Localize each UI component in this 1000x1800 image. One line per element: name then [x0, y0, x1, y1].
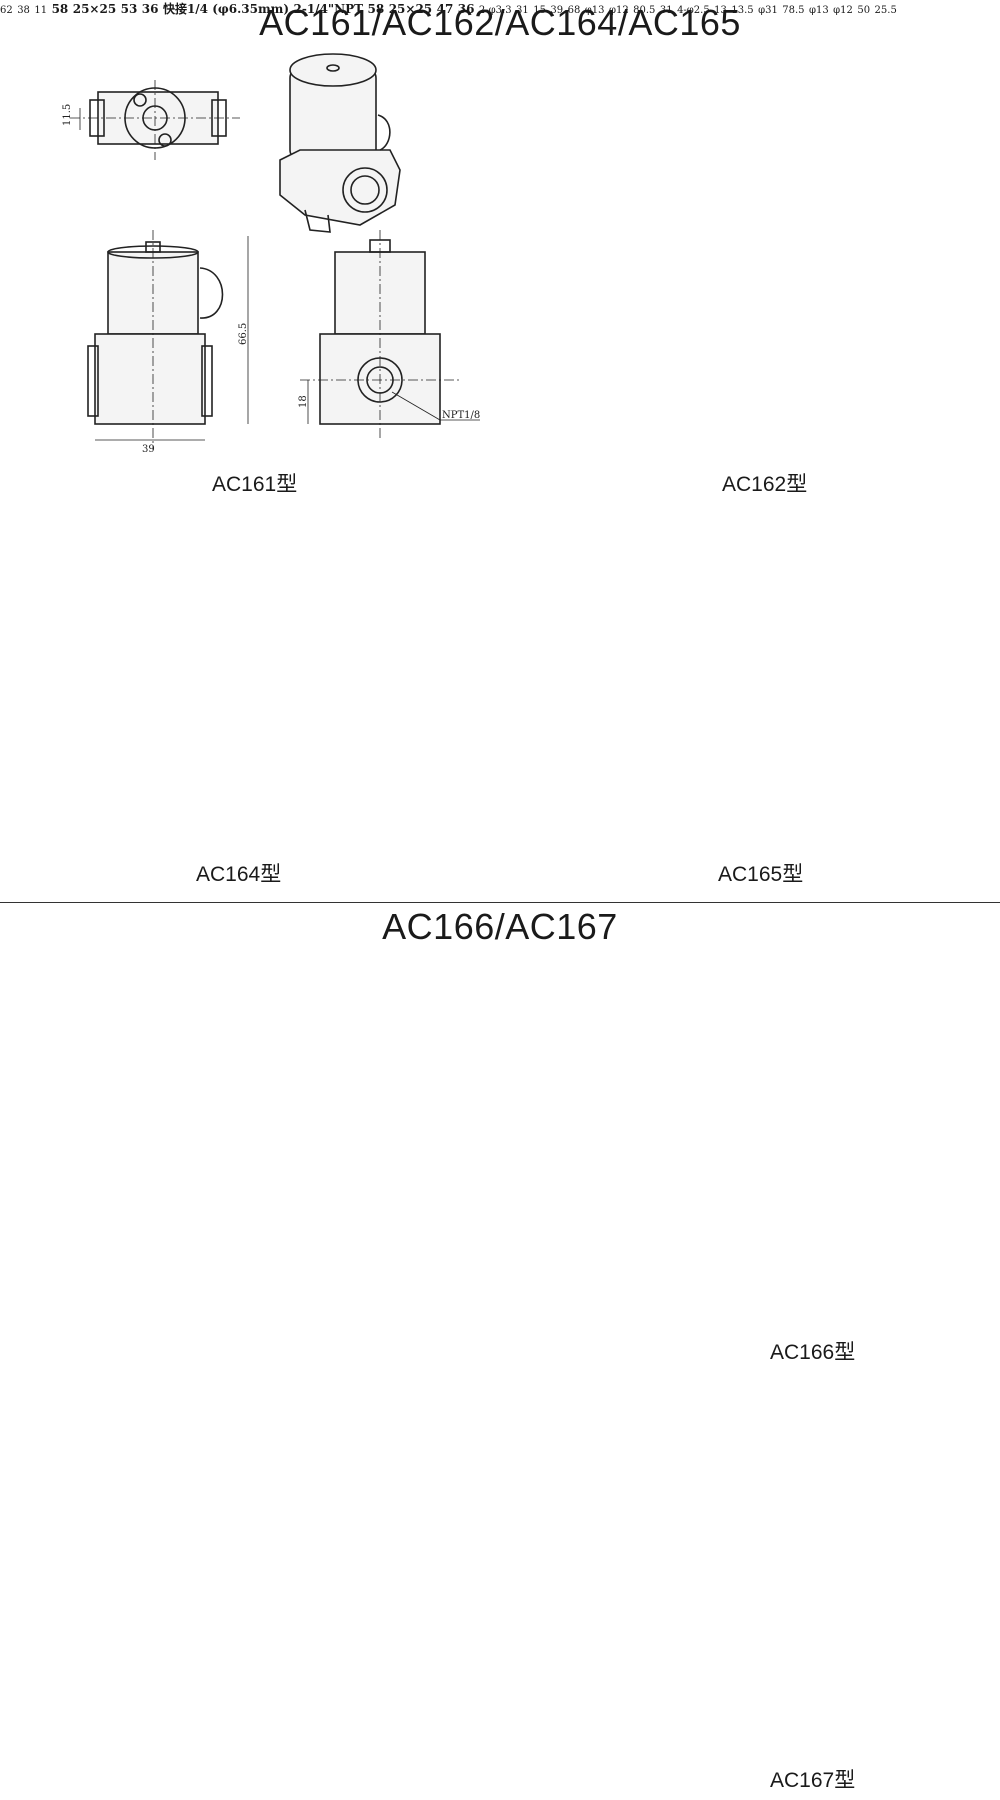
- caption-ac165: AC165型: [718, 863, 804, 886]
- ac167-front-view: φ31 78.5 φ13 φ12 50: [758, 0, 874, 17]
- section-divider: [0, 902, 1000, 903]
- caption-ac162: AC162型: [722, 473, 808, 496]
- ac164-dim-pitch: 25×25: [72, 2, 117, 16]
- ac167-dim-s135: 13.5: [731, 5, 754, 16]
- ac167-dim-d31: φ31: [758, 5, 778, 16]
- ac166-front-view: 68 φ13 φ12 80.5: [568, 0, 660, 17]
- ac166-dim-d13: φ13: [584, 5, 605, 16]
- ac161-dim-thread: NPT1/8: [442, 410, 480, 421]
- ac165-front-view: 2-1/4"NPT 58 25×25 47: [294, 0, 458, 17]
- ac166-top-view: 2-φ3.3 31 15 39: [479, 0, 568, 17]
- ac161-dim-width: 39: [142, 444, 155, 455]
- ac167-side-view: 25.5: [875, 0, 897, 17]
- ac166-dim-h31: 31: [516, 5, 529, 16]
- ac166-dim-height: 68: [567, 5, 581, 16]
- ac164-side-view: 36 快接1/4 (φ6.35mm): [142, 0, 294, 17]
- ac165-dim-height: 58: [367, 2, 385, 16]
- ac161-top-view: 11.5: [62, 80, 240, 160]
- ac165-dim-thread: 2-1/4"NPT: [293, 2, 364, 16]
- ac162-top-view: 11: [34, 0, 51, 17]
- ac164-dim-fitting: 快接1/4 (φ6.35mm): [162, 2, 290, 16]
- ac161-side-view: NPT1/8 18: [298, 230, 480, 440]
- ac162-dim-side: 11: [34, 5, 48, 16]
- ac161-iso-view: [279, 53, 401, 233]
- ac161-dim-height: 66.5: [238, 323, 249, 345]
- ac164-dim-height: 58: [51, 2, 69, 16]
- ac166-dim-w805: 80.5: [633, 5, 656, 16]
- ac162-front-view: 62 38: [0, 0, 34, 17]
- ac164-dim-width: 53: [120, 2, 138, 16]
- ac166-dim-holes: 2-φ3.3: [478, 5, 512, 16]
- ac166-dim-d12: φ12: [608, 5, 629, 16]
- ac166-side-view: 31: [660, 0, 677, 17]
- ac167-dim-d13: φ13: [808, 5, 829, 16]
- caption-ac161: AC161型: [212, 473, 298, 496]
- ac165-dim-top: 36: [457, 2, 475, 16]
- ac165-dim-width: 47: [436, 2, 454, 16]
- ac167-dim-w50: 50: [857, 5, 871, 16]
- ac164-front-view: 58 25×25 53: [52, 0, 142, 17]
- caption-ac164: AC164型: [196, 863, 282, 886]
- ac166-dim-h15: 15: [533, 5, 546, 16]
- section-title-ac161-165: AC161/AC162/AC164/AC165: [259, 2, 741, 43]
- ac165-side-view: 36: [458, 0, 479, 17]
- ac167-dim-d12: φ12: [833, 5, 853, 16]
- section-title-ac166-167: AC166/AC167: [382, 906, 618, 947]
- ac161-front-view: 66.5 39: [87, 230, 249, 455]
- ac165-dim-pitch: 25×25: [388, 2, 433, 16]
- ac167-dim-holes: 4-φ2.5: [677, 5, 710, 16]
- ac167-top-view: 4-φ2.5 13 13.5: [677, 0, 758, 17]
- ac167-dim-t13: 13: [714, 5, 727, 16]
- caption-ac166: AC166型: [770, 1341, 856, 1364]
- ac164-dim-top: 36: [141, 2, 159, 16]
- ac167-dim-height: 78.5: [782, 5, 805, 16]
- ac166-dim-w39: 39: [550, 5, 564, 16]
- ac162-dim-width: 38: [17, 5, 30, 16]
- ac161-dim-base: 18: [298, 395, 309, 408]
- caption-ac167: AC167型: [770, 1769, 856, 1792]
- ac167-dim-h255: 25.5: [874, 5, 897, 16]
- ac166-dim-w31: 31: [659, 5, 673, 16]
- ac161-dim-side: 11.5: [62, 104, 73, 126]
- ac162-dim-height: 62: [0, 5, 13, 16]
